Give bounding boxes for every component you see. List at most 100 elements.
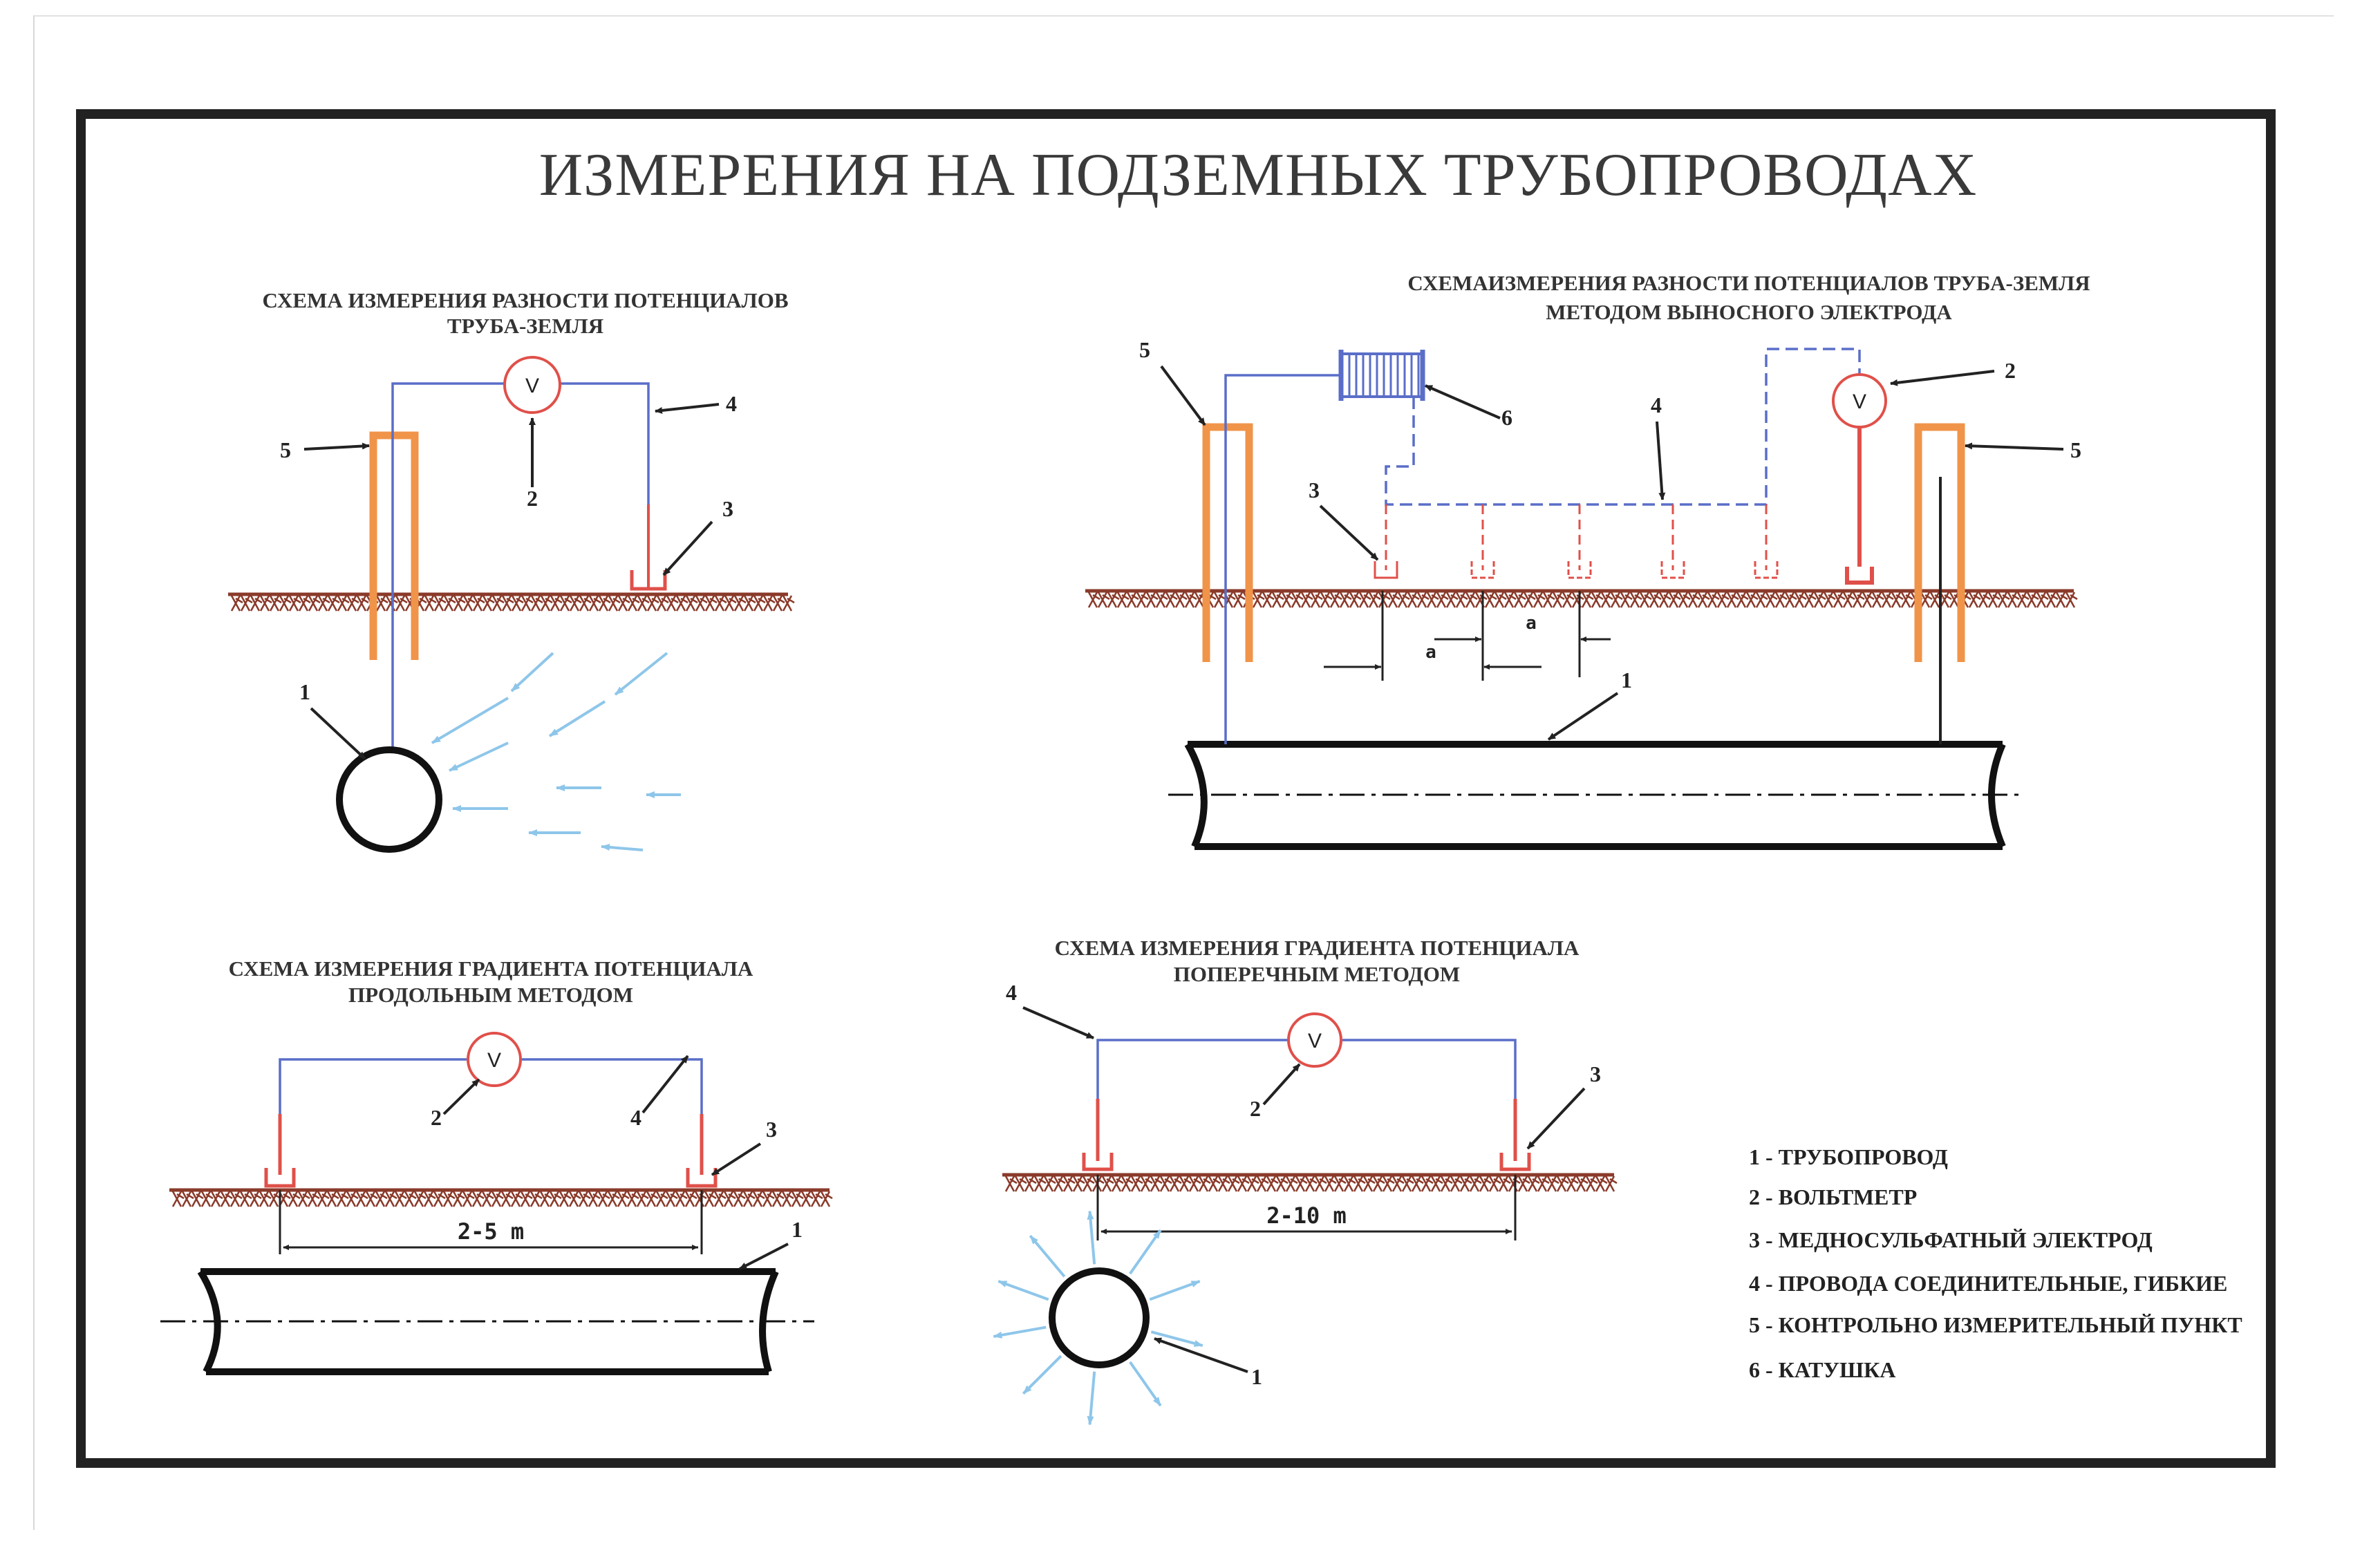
callout-4: 4	[1006, 980, 1017, 1005]
diagram-longitudinal-gradient: СХЕМА ИЗМЕРЕНИЯ ГРАДИЕНТА ПОТЕНЦИАЛА ПРО…	[160, 956, 833, 1375]
callout-3: 3	[1309, 478, 1320, 502]
copper-sulfate-electrode	[686, 1168, 718, 1188]
current-arrow	[1022, 1354, 1062, 1395]
copper-sulfate-electrode	[1499, 1153, 1531, 1171]
ground-surface	[169, 1188, 833, 1207]
connecting-wire	[391, 382, 505, 748]
spacing-label: a	[1425, 642, 1436, 663]
current-arrow	[548, 700, 606, 737]
current-arrow	[1087, 1371, 1096, 1426]
current-arrows	[993, 1210, 1203, 1426]
legend: 1 - ТРУБОПРОВОД 2 - ВОЛЬТМЕТР 3 - МЕДНОС…	[1749, 1144, 2242, 1382]
connecting-wire	[560, 382, 650, 504]
callout-1: 1	[791, 1217, 803, 1242]
copper-sulfate-electrode	[1082, 1153, 1114, 1171]
voltmeter	[467, 1032, 522, 1087]
sheet-edge	[33, 15, 2334, 1530]
current-arrow	[614, 652, 668, 696]
connecting-wire	[522, 1058, 703, 1114]
voltmeter-label: V	[487, 1049, 501, 1072]
ground-surface	[228, 592, 795, 612]
callout-6: 6	[1501, 405, 1512, 430]
current-arrow	[1129, 1361, 1162, 1407]
pipeline-side-view	[1168, 741, 2025, 850]
copper-sulfate-electrode	[264, 1168, 296, 1188]
pipeline-side-view	[160, 1268, 814, 1375]
voltmeter-label: V	[1308, 1030, 1322, 1053]
diagram2-caption-line2: МЕТОДОМ ВЫНОСНОГО ЭЛЕКТРОДА	[1546, 300, 1952, 324]
connecting-wire-dashed	[1385, 348, 1861, 506]
callout-3: 3	[766, 1117, 777, 1142]
callout-5: 5	[280, 437, 291, 462]
cable-reel	[1338, 350, 1425, 401]
diagram1-caption-line1: СХЕМА ИЗМЕРЕНИЯ РАЗНОСТИ ПОТЕНЦИАЛОВ	[262, 288, 788, 312]
test-post-right	[1914, 423, 1965, 662]
voltmeter	[1287, 1012, 1342, 1068]
pipe-cross-section	[336, 746, 442, 853]
callout-2: 2	[2005, 358, 2016, 383]
voltmeter	[503, 356, 561, 414]
callout-4: 4	[630, 1105, 641, 1130]
spacing-label: a	[1526, 613, 1537, 634]
current-arrow	[1129, 1229, 1162, 1275]
poster-title: ИЗМЕРЕНИЯ НА ПОДЗЕМНЫХ ТРУБОПРОВОДАХ	[539, 142, 1978, 209]
callout-2: 2	[527, 486, 538, 511]
diagram1-caption-line2: ТРУБА-ЗЕМЛЯ	[447, 314, 603, 338]
diagram4-caption-line1: СХЕМА ИЗМЕРЕНИЯ ГРАДИЕНТА ПОТЕНЦИАЛА	[1055, 936, 1580, 960]
voltmeter-label: V	[525, 375, 539, 397]
legend-item-electrode: 3 - МЕДНОСУЛЬФАТНЫЙ ЭЛЕКТРОД	[1749, 1227, 2153, 1252]
diagram-pipe-ground-potential: СХЕМА ИЗМЕРЕНИЯ РАЗНОСТИ ПОТЕНЦИАЛОВ ТРУ…	[228, 288, 795, 853]
diagram3-caption-line2: ПРОДОЛЬНЫМ МЕТОДОМ	[348, 983, 633, 1007]
current-arrow	[1029, 1234, 1066, 1278]
legend-item-reel: 6 - КАТУШКА	[1749, 1357, 1895, 1382]
current-arrow	[510, 652, 554, 692]
connecting-wire	[279, 1058, 467, 1114]
ground-surface	[1002, 1173, 1618, 1192]
voltmeter	[1832, 373, 1887, 428]
current-arrow	[1149, 1280, 1201, 1301]
electrode-position	[1567, 561, 1592, 579]
current-arrow	[997, 1280, 1049, 1301]
callout-5: 5	[1139, 337, 1150, 362]
distance-label: 2-5 m	[458, 1218, 524, 1245]
electrode-spacing-dimension: a a	[1324, 591, 1611, 681]
current-arrow	[449, 742, 509, 772]
pipe-cross-section	[1049, 1267, 1150, 1368]
connecting-wire	[1096, 1039, 1287, 1099]
callout-4: 4	[726, 391, 737, 416]
callout-5-right: 5	[2070, 437, 2081, 462]
copper-sulfate-electrode	[1845, 567, 1874, 585]
test-post-left	[1202, 423, 1253, 662]
diagram3-caption-line1: СХЕМА ИЗМЕРЕНИЯ ГРАДИЕНТА ПОТЕНЦИАЛА	[229, 956, 753, 981]
current-arrow	[601, 844, 644, 851]
voltmeter-label: V	[1853, 390, 1866, 413]
callout-4: 4	[1651, 393, 1662, 417]
callout-2: 2	[1250, 1096, 1261, 1121]
legend-item-pipeline: 1 - ТРУБОПРОВОД	[1749, 1144, 1948, 1169]
callout-2: 2	[431, 1105, 442, 1130]
legend-item-voltmeter: 2 - ВОЛЬТМЕТР	[1749, 1184, 1917, 1209]
connecting-wire	[1224, 374, 1341, 744]
callout-1: 1	[299, 679, 310, 704]
current-arrow	[1087, 1210, 1096, 1265]
electrode-position	[1470, 561, 1495, 579]
test-post	[369, 431, 419, 660]
callout-3: 3	[1590, 1061, 1601, 1086]
legend-item-wires: 4 - ПРОВОДА СОЕДИНИТЕЛЬНЫЕ, ГИБКИЕ	[1749, 1271, 2227, 1296]
connecting-wire	[1342, 1039, 1517, 1099]
electrode-position	[1660, 561, 1685, 579]
distance-label: 2-10 m	[1266, 1202, 1347, 1229]
legend-item-test-point: 5 - КОНТРОЛЬНО ИЗМЕРИТЕЛЬНЫЙ ПУНКТ	[1749, 1312, 2242, 1337]
callout-3: 3	[722, 496, 733, 521]
current-arrow	[1150, 1330, 1203, 1348]
callout-1: 1	[1621, 668, 1632, 692]
diagram-transverse-gradient: СХЕМА ИЗМЕРЕНИЯ ГРАДИЕНТА ПОТЕНЦИАЛА ПОП…	[993, 936, 1618, 1426]
callout-1: 1	[1251, 1364, 1262, 1389]
current-arrows	[431, 652, 681, 851]
electrode-position	[1374, 561, 1398, 579]
current-arrow	[993, 1325, 1047, 1339]
diagram-remote-electrode: СХЕМАИЗМЕРЕНИЯ РАЗНОСТИ ПОТЕНЦИАЛОВ ТРУБ…	[1085, 271, 2090, 850]
diagram2-caption-line1: СХЕМАИЗМЕРЕНИЯ РАЗНОСТИ ПОТЕНЦИАЛОВ ТРУБ…	[1407, 271, 2090, 295]
poster-frame	[76, 109, 2276, 1468]
